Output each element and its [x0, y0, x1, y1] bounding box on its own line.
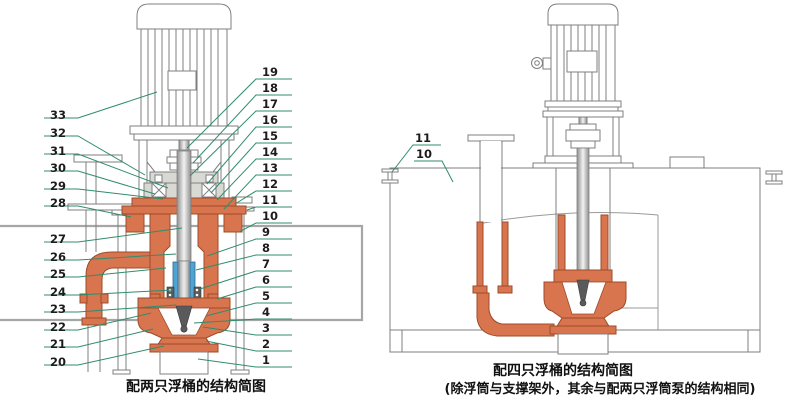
discharge-elbow	[79, 251, 151, 372]
svg-text:2: 2	[262, 337, 270, 351]
callout-27: 27	[44, 227, 183, 246]
svg-text:25: 25	[50, 267, 66, 281]
callout-13: 13	[223, 161, 292, 210]
callout-r-10: 10	[414, 147, 454, 183]
right-caption: 配四只浮桶的结构简图	[493, 362, 633, 379]
callout-4: 4	[193, 305, 292, 324]
callout-6: 6	[216, 273, 292, 300]
callout-29: 29	[44, 179, 164, 200]
tank-top-box	[669, 156, 705, 169]
svg-text:10: 10	[416, 147, 432, 161]
svg-text:23: 23	[50, 302, 66, 316]
motor-nameplate	[167, 70, 197, 91]
callout-23: 23	[44, 302, 177, 316]
svg-text:1: 1	[262, 353, 270, 367]
svg-text:11: 11	[415, 131, 431, 145]
svg-text:17: 17	[262, 97, 278, 111]
motor	[129, 3, 239, 141]
svg-text:13: 13	[262, 161, 278, 175]
callout-9: 9	[206, 225, 292, 257]
pump-assembly-right	[472, 147, 627, 355]
svg-text:20: 20	[50, 355, 66, 369]
callout-12: 12	[234, 177, 292, 205]
callout-24: 24	[44, 285, 174, 299]
svg-text:32: 32	[50, 126, 66, 140]
callouts-right-diagram: 11 10	[391, 131, 454, 183]
callout-28: 28	[44, 196, 132, 218]
svg-text:18: 18	[262, 81, 278, 95]
mechanical-seal	[166, 286, 202, 300]
callout-7: 7	[199, 257, 292, 290]
svg-text:9: 9	[262, 225, 270, 239]
bearing-left	[151, 182, 167, 198]
svg-text:29: 29	[50, 179, 66, 193]
left-caption: 配两只浮桶的结构简图	[126, 378, 266, 395]
callout-1: 1	[197, 353, 292, 368]
callouts-right-column: 19 18 17 16 15 14 13 12 11 10 9 8 7 6 5 …	[186, 65, 292, 368]
callout-5: 5	[205, 289, 292, 317]
callouts-left-column: 33 32 31 30 29 28 27 26 25 24 23 22 21 2…	[44, 91, 183, 369]
callout-31: 31	[44, 144, 169, 189]
right-diagram: 11 10 配四只浮桶的结构简图 (除浮筒与支撑架外，其余与配两只浮筒泵的结构相…	[381, 3, 783, 397]
callout-20: 20	[44, 345, 165, 369]
pump-shaft-right	[576, 147, 590, 279]
svg-text:26: 26	[50, 250, 66, 264]
svg-text:30: 30	[50, 161, 66, 175]
svg-text:3: 3	[262, 321, 270, 335]
suction-bell	[149, 337, 219, 375]
svg-text:15: 15	[262, 129, 278, 143]
svg-text:14: 14	[262, 145, 278, 159]
svg-text:21: 21	[50, 337, 66, 351]
tank-rim-bracket-right	[765, 170, 783, 185]
svg-text:6: 6	[262, 273, 270, 287]
callout-17: 17	[189, 97, 292, 177]
callout-10: 10	[238, 209, 292, 233]
callout-11: 11	[246, 193, 292, 211]
svg-text:11: 11	[262, 193, 278, 207]
svg-text:4: 4	[262, 305, 270, 319]
svg-text:19: 19	[262, 65, 278, 79]
bearing-right	[201, 182, 217, 198]
callout-18: 18	[192, 81, 292, 164]
svg-text:27: 27	[50, 232, 66, 246]
callout-15: 15	[210, 129, 292, 194]
svg-text:31: 31	[50, 144, 66, 158]
callout-14: 14	[216, 145, 292, 201]
callout-22: 22	[44, 312, 152, 334]
svg-text:16: 16	[262, 113, 278, 127]
svg-text:7: 7	[262, 257, 270, 271]
tank-rim-bracket-left	[381, 168, 399, 184]
motor-right	[531, 3, 622, 112]
callout-21: 21	[44, 328, 154, 351]
svg-text:28: 28	[50, 196, 66, 210]
discharge-elbow-right	[472, 221, 555, 337]
callout-30: 30	[44, 161, 156, 195]
volute-casing-right	[543, 269, 627, 355]
callout-26: 26	[44, 250, 177, 264]
callout-32: 32	[44, 126, 146, 176]
left-diagram: 33 32 31 30 29 28 27 26 25 24 23 22 21 2…	[0, 3, 364, 395]
svg-text:8: 8	[262, 241, 270, 255]
svg-text:24: 24	[50, 285, 66, 299]
callout-19: 19	[186, 65, 292, 149]
right-caption-note: (除浮筒与支撑架外，其余与配两只浮筒泵的结构相同)	[445, 381, 756, 397]
svg-text:12: 12	[262, 177, 278, 191]
callout-3: 3	[202, 321, 292, 336]
coupling-right	[565, 116, 601, 149]
svg-text:10: 10	[262, 209, 278, 223]
svg-text:33: 33	[50, 108, 66, 122]
svg-text:5: 5	[262, 289, 270, 303]
callout-2: 2	[205, 337, 292, 352]
callout-33: 33	[44, 91, 158, 122]
callout-8: 8	[195, 241, 292, 271]
callout-25: 25	[44, 267, 167, 281]
callout-16: 16	[206, 113, 292, 185]
riser-pipe	[467, 134, 515, 222]
callout-r-11: 11	[391, 131, 441, 173]
motor-right-nameplate	[566, 50, 598, 73]
svg-text:22: 22	[50, 320, 66, 334]
eye-bolt	[531, 57, 552, 70]
